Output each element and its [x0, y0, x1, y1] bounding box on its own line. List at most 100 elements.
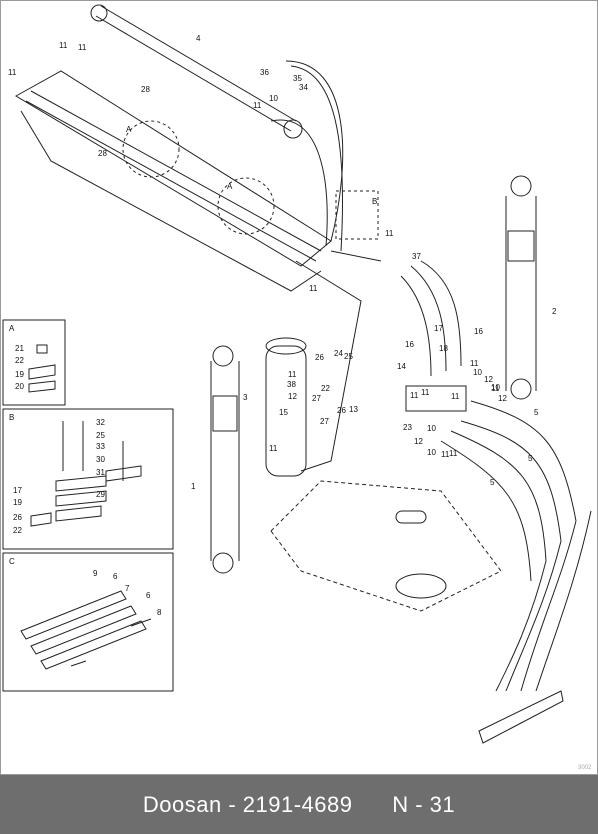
boom-lower-edge	[20, 110, 322, 292]
callout: 16	[474, 327, 483, 336]
callout-labels: 11 11 4 11 28 28 36 35 34 10 11 A A B 11…	[8, 34, 557, 491]
panel-b-label: 22	[13, 526, 22, 535]
callout: 10	[491, 383, 500, 392]
panel-b-label: 31	[96, 468, 105, 477]
callout: 28	[141, 85, 150, 94]
callout: 11	[59, 41, 68, 50]
callout: 26	[315, 353, 324, 362]
callout: 35	[293, 74, 302, 83]
clamp-bar-shape	[30, 605, 137, 655]
cylinder-1-sleeve	[212, 395, 238, 432]
callout: 11	[470, 359, 479, 368]
terminal-bar	[478, 690, 564, 744]
line-5-d	[440, 440, 532, 582]
panel-a-border	[2, 319, 66, 406]
line-16-a	[420, 260, 462, 367]
line-5-a	[470, 400, 577, 522]
panel-a-label: 22	[15, 356, 24, 365]
callout: A	[126, 125, 132, 134]
panel-c-border	[2, 552, 174, 692]
cylinder-2-top-eye	[510, 175, 532, 197]
callout: 5	[534, 408, 539, 417]
panel-b-label: 25	[96, 431, 105, 440]
callout: 27	[312, 394, 321, 403]
boom-foot	[295, 260, 362, 472]
detail-a-circle-1	[122, 120, 180, 178]
callout: 23	[403, 423, 412, 432]
line-16-b	[410, 265, 447, 372]
panel-b-label: 30	[96, 455, 105, 464]
panel-b-title: B	[9, 413, 14, 422]
plate-shape	[55, 505, 102, 522]
callout: 11	[288, 370, 297, 379]
callout: 11	[385, 229, 394, 238]
panel-c-label: 6	[146, 591, 151, 600]
panel-b-label: 32	[96, 418, 105, 427]
clamp-bar-shape	[40, 620, 147, 670]
callout: B	[372, 197, 377, 206]
panel-a-title: A	[9, 324, 15, 333]
callout: 12	[288, 392, 297, 401]
line-37	[330, 250, 382, 262]
line-17	[400, 275, 432, 377]
bolt-shape	[70, 660, 87, 667]
cylinder-2-body	[505, 196, 537, 391]
panel-b-border	[2, 408, 174, 550]
callout: 12	[498, 394, 507, 403]
detail-panel-c: C 9 6 7 6 8	[2, 552, 174, 692]
panel-b-label: 17	[13, 486, 22, 495]
panel-b-label: 26	[13, 513, 22, 522]
detail-panel-a: A 21 22 19 20	[2, 319, 66, 406]
callout: 12	[484, 375, 493, 384]
detail-panel-b: B 32 25 33 30 31 17 19 29 26 22	[2, 408, 174, 550]
callout: 14	[397, 362, 406, 371]
hose-loop-2	[290, 65, 344, 252]
callout: 2	[552, 307, 557, 316]
callout: 38	[287, 380, 296, 389]
callout: 22	[321, 384, 330, 393]
panel-c-title: C	[9, 557, 15, 566]
callout: 11	[269, 444, 278, 453]
panel-b-label: 33	[96, 442, 105, 451]
callout: 11	[8, 68, 17, 77]
callout: 11	[441, 450, 450, 459]
callout: 25	[344, 352, 353, 361]
callout: 10	[269, 94, 278, 103]
hose-bundle-1	[520, 520, 577, 692]
callout: 15	[279, 408, 288, 417]
callout: 5	[528, 454, 533, 463]
cylinder-1-body	[210, 361, 240, 561]
hose-bundle-4	[535, 510, 592, 692]
callout: 3	[243, 393, 248, 402]
callout: 11	[451, 392, 460, 401]
bolt-shape	[130, 618, 152, 627]
plate-shape	[55, 475, 107, 492]
manifold-block	[405, 385, 467, 412]
cylinder-4-rod-eye	[283, 119, 303, 139]
callout: 11	[421, 388, 430, 397]
callout: 11	[449, 449, 458, 458]
cylinder-1-top-eye	[212, 345, 234, 367]
panel-b-label: 29	[96, 490, 105, 499]
callout: 12	[414, 437, 423, 446]
footer-brand: Doosan	[142, 791, 222, 817]
panel-b-label: 19	[13, 498, 22, 507]
base-frame	[270, 480, 502, 612]
base-boss	[395, 573, 447, 599]
footer-bar: Doosan - 2191-4689 N - 31	[0, 775, 598, 834]
callout: 28	[98, 149, 107, 158]
callout: 37	[412, 252, 421, 261]
base-slot	[395, 510, 427, 524]
panel-a-label: 21	[15, 344, 24, 353]
panel-a-label: 20	[15, 382, 24, 391]
callout: 10	[427, 424, 436, 433]
detail-b-box	[335, 190, 379, 240]
callout: 16	[405, 340, 414, 349]
panel-c-label: 8	[157, 608, 162, 617]
cylinder-2-bottom-eye	[510, 378, 532, 400]
callout: 11	[78, 43, 87, 52]
callout: 34	[299, 83, 308, 92]
line-5-b	[460, 420, 562, 542]
watermark-code: 3002	[578, 765, 592, 771]
callout: 13	[349, 405, 358, 414]
